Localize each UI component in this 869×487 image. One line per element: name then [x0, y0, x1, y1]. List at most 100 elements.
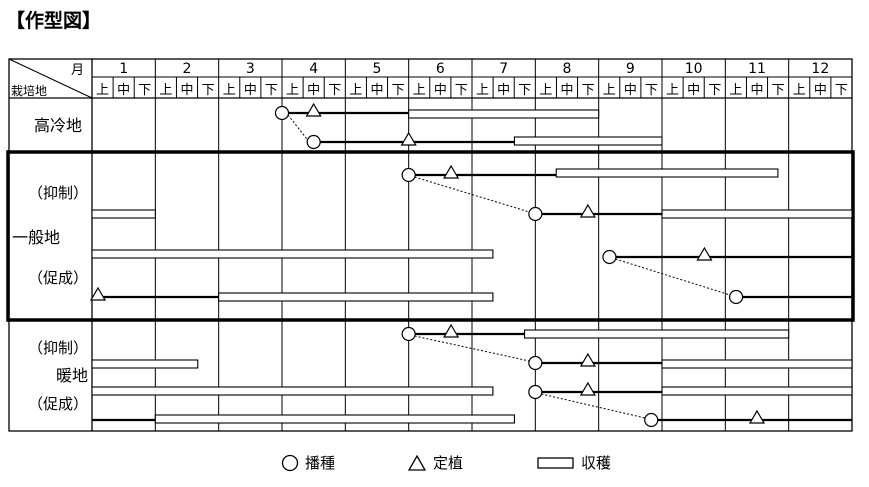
harvest-bar	[408, 109, 600, 119]
nursery-line	[615, 258, 731, 296]
period-label: 中	[814, 83, 827, 98]
planting-marker	[89, 286, 107, 301]
calendar-marks	[89, 102, 853, 428]
planting-marker	[400, 131, 417, 146]
month-label: 4	[309, 61, 318, 77]
cropping-calendar: 月栽培地1上中下2上中下3上中下4上中下5上中下6上中下7上中下8上中下9上中下…	[6, 58, 855, 432]
period-label: 上	[729, 83, 742, 98]
period-label: 下	[138, 83, 151, 98]
row-label-warm: 暖地	[56, 366, 88, 385]
sowing-marker	[644, 412, 659, 428]
period-label: 下	[645, 83, 658, 98]
header-corner-diagonal	[8, 58, 93, 99]
planting-marker	[305, 102, 322, 117]
circle-icon	[281, 454, 299, 471]
planting-marker	[579, 381, 596, 396]
legend-harvest-label: 収穫	[581, 454, 612, 472]
sowing-marker	[306, 134, 321, 150]
legend-sowing: 播種	[281, 452, 335, 473]
month-label: 9	[626, 61, 635, 77]
period-label: 下	[772, 83, 785, 98]
month-label: 8	[563, 61, 572, 77]
row-label-general: 一般地	[12, 228, 60, 247]
nursery-line	[287, 114, 309, 141]
harvest-bar-icon	[537, 456, 574, 469]
harvest-bar	[555, 168, 779, 178]
period-label: 中	[687, 83, 700, 98]
legend-planting: 定植	[407, 452, 463, 473]
period-label: 上	[286, 83, 299, 98]
planting-marker	[579, 352, 596, 367]
harvest-bar	[661, 209, 853, 219]
harvest-bar	[524, 329, 790, 339]
period-label: 中	[370, 83, 383, 98]
month-label: 5	[373, 61, 382, 77]
period-label: 上	[666, 83, 679, 98]
row-label-warm-sokusei: （促成）	[28, 395, 88, 413]
period-label: 上	[413, 83, 426, 98]
harvest-bar	[513, 136, 663, 146]
row-label-general-yokusei: （抑制）	[28, 184, 88, 202]
harvest-bar	[154, 414, 515, 424]
period-label: 上	[223, 83, 236, 98]
period-label: 中	[560, 83, 573, 98]
planting-marker	[443, 164, 460, 179]
period-label: 下	[835, 83, 848, 98]
triangle-icon	[407, 454, 427, 471]
harvest-bar	[661, 386, 853, 396]
period-label: 下	[518, 83, 531, 98]
planting-marker	[579, 203, 596, 218]
row-label-highland: 高冷地	[34, 116, 82, 135]
period-label: 中	[497, 83, 510, 98]
month-label: 2	[183, 61, 192, 77]
legend-sowing-label: 播種	[305, 454, 336, 472]
period-label: 下	[392, 83, 405, 98]
planting-marker	[748, 409, 766, 424]
sowing-marker	[401, 326, 416, 342]
month-label: 12	[811, 61, 829, 77]
legend-planting-label: 定植	[433, 454, 464, 472]
harvest-bar	[218, 292, 494, 302]
period-label: 上	[539, 83, 552, 98]
period-label: 中	[750, 83, 763, 98]
sowing-marker	[728, 289, 744, 305]
sowing-marker	[528, 355, 543, 371]
period-label: 下	[202, 83, 215, 98]
period-label: 上	[159, 83, 172, 98]
month-label: 10	[685, 61, 703, 77]
harvest-bar	[661, 359, 853, 369]
period-label: 上	[603, 83, 616, 98]
row-label-warm-yokusei: （抑制）	[28, 339, 88, 357]
period-label: 中	[307, 83, 320, 98]
harvest-bar	[91, 359, 199, 369]
period-label: 上	[96, 83, 109, 98]
period-label: 下	[455, 83, 468, 98]
nursery-line	[414, 335, 530, 362]
period-label: 上	[793, 83, 806, 98]
sowing-marker	[274, 105, 290, 121]
period-label: 中	[434, 83, 447, 98]
month-label: 11	[748, 61, 766, 77]
month-label: 1	[119, 61, 128, 77]
planting-marker	[696, 246, 713, 261]
sowing-marker	[401, 167, 416, 183]
month-label: 3	[246, 61, 255, 77]
period-label: 下	[265, 83, 278, 98]
period-label: 中	[624, 83, 637, 98]
period-label: 中	[117, 83, 130, 98]
sowing-marker	[528, 384, 543, 400]
nursery-line	[541, 393, 646, 419]
period-label: 下	[582, 83, 595, 98]
period-label: 下	[328, 83, 341, 98]
planting-marker	[443, 323, 460, 338]
period-label: 下	[708, 83, 721, 98]
harvest-bar	[91, 249, 494, 259]
period-label: 上	[349, 83, 362, 98]
month-label: 6	[436, 61, 445, 77]
row-label-general-sokusei: （促成）	[28, 269, 88, 287]
sowing-marker	[528, 206, 543, 222]
period-label: 中	[180, 83, 193, 98]
page-title: 【作型図】	[6, 10, 102, 32]
period-label: 上	[476, 83, 489, 98]
harvest-bar	[91, 209, 156, 219]
